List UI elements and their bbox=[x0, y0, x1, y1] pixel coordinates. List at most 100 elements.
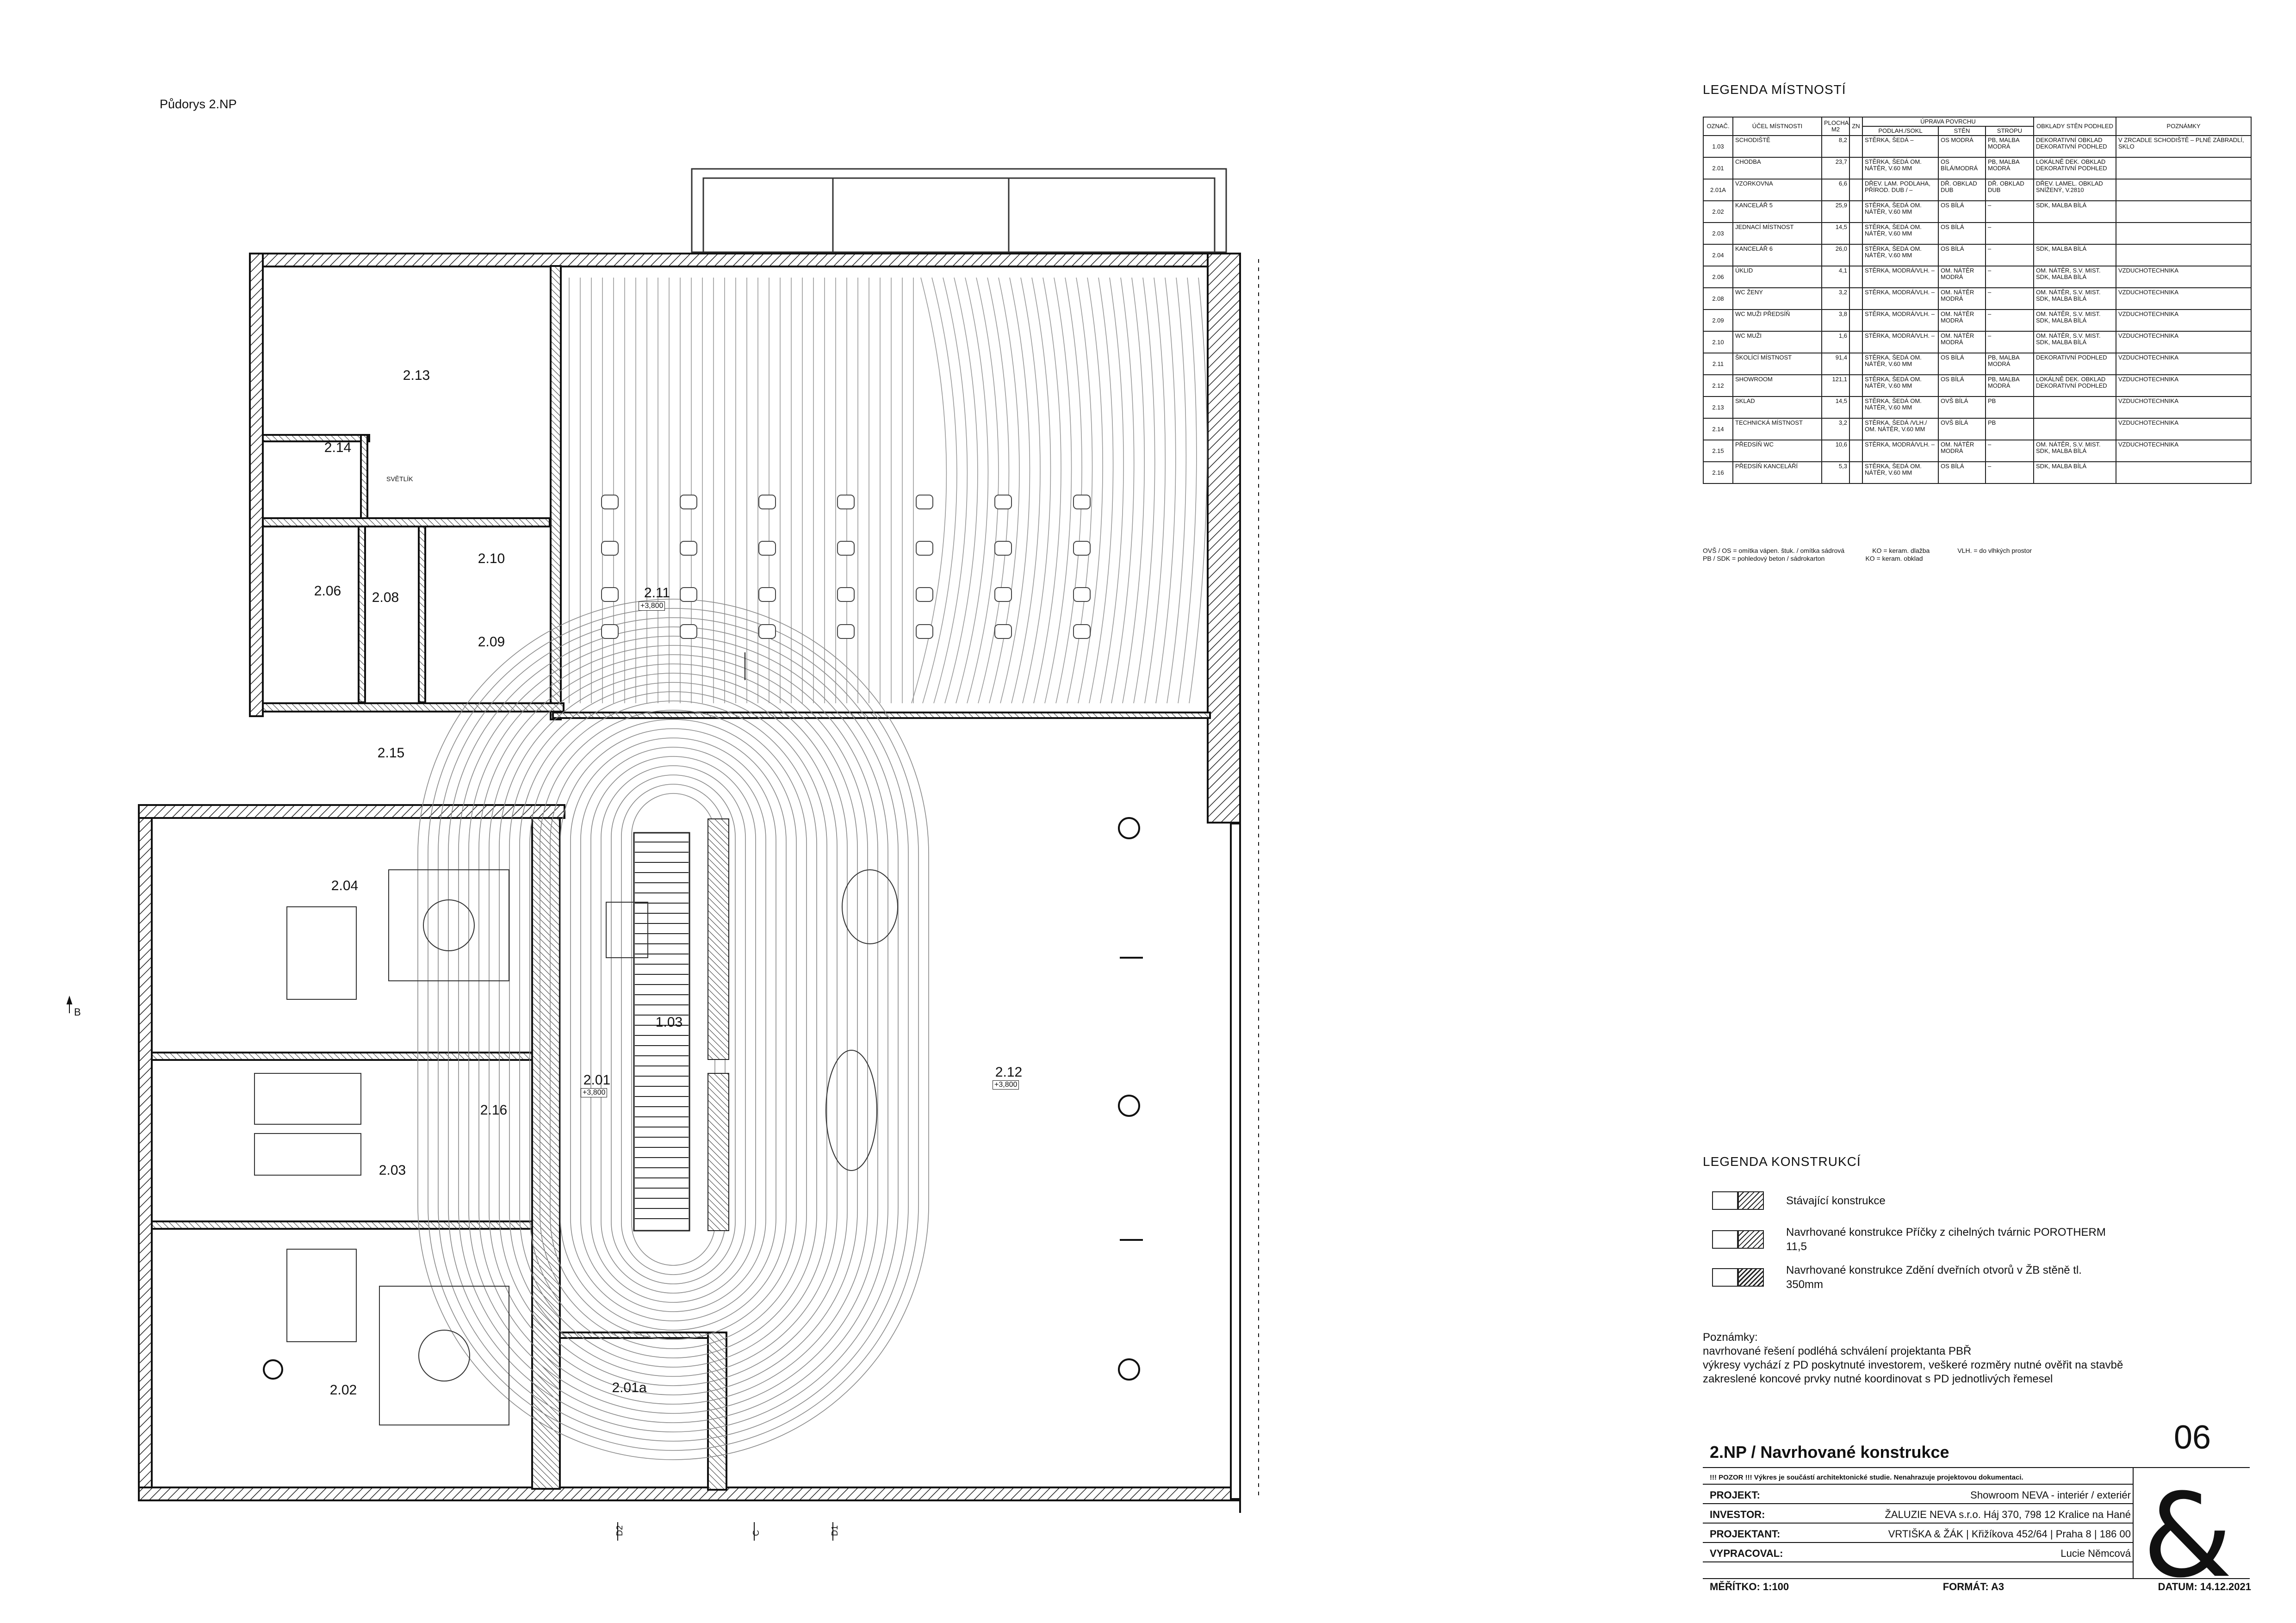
cell-walls: OS MODRÁ bbox=[1938, 135, 1986, 158]
cell-cladding: OM. NÁTĚR, S.V. MIST. SDK, MALBA BÍLÁ bbox=[2033, 309, 2117, 332]
cell-ceiling: DŘ. OBKLAD DUB bbox=[1985, 179, 2035, 201]
cell-code: 2.10 bbox=[1703, 331, 1733, 353]
cell-cladding: DEKORATIVNÍ PODHLED bbox=[2033, 353, 2117, 375]
cell-walls: OM. NÁTĚR MODRÁ bbox=[1938, 331, 1986, 353]
tb-investor-label: INVESTOR: bbox=[1710, 1509, 1765, 1520]
cell-area: 14,5 bbox=[1821, 222, 1850, 245]
cell-zn bbox=[1849, 418, 1863, 440]
abbr-text: VLH. = do vlhkých prostor bbox=[1957, 547, 2032, 554]
floor-curve bbox=[1178, 277, 1197, 704]
cell-ceiling: PB bbox=[1985, 396, 2035, 419]
chair bbox=[1073, 587, 1091, 602]
room-label: 2.01a bbox=[612, 1380, 647, 1395]
col-code: OZNAČ. bbox=[1703, 117, 1733, 136]
plan-title: Půdorys 2.NP bbox=[160, 97, 237, 111]
cell-zn bbox=[1849, 353, 1863, 375]
cell-notes bbox=[2116, 461, 2252, 484]
cell-code: 2.08 bbox=[1703, 287, 1733, 310]
floor-curve bbox=[1167, 277, 1187, 704]
cell-code: 2.12 bbox=[1703, 374, 1733, 397]
cell-name: TECHNICKÁ MÍSTNOST bbox=[1732, 418, 1822, 440]
chair bbox=[601, 587, 619, 602]
col-zn: ZN bbox=[1849, 117, 1863, 136]
cell-floor: STĚRKA, MODRÁ/VLH. – bbox=[1862, 287, 1939, 310]
swatch-proposed-brick bbox=[1712, 1230, 1764, 1249]
cell-ceiling: – bbox=[1985, 222, 2035, 245]
col-walls: STĚN bbox=[1938, 126, 1986, 136]
cell-notes bbox=[2116, 179, 2252, 201]
cell-cladding bbox=[2033, 418, 2117, 440]
floor-curve bbox=[911, 277, 947, 704]
cell-cladding: LOKÁLNĚ DEK. OBKLAD DEKORATIVNÍ PODHLED bbox=[2033, 374, 2117, 397]
floor-curve bbox=[989, 277, 1020, 704]
cell-area: 25,9 bbox=[1821, 200, 1850, 223]
room-label: 2.11 bbox=[644, 585, 670, 601]
cell-cladding: DEKORATIVNÍ OBKLAD DEKORATIVNÍ PODHLED bbox=[2033, 135, 2117, 158]
floor-curve bbox=[933, 277, 968, 704]
cell-walls: OS BÍLÁ/MODRÁ bbox=[1938, 157, 1986, 180]
chair bbox=[680, 587, 697, 602]
cell-area: 10,6 bbox=[1821, 440, 1850, 462]
floor-curve bbox=[1011, 277, 1041, 704]
title-block-frame bbox=[1703, 1467, 2250, 1579]
construction-legend-title: LEGENDA KONSTRUKCÍ bbox=[1703, 1154, 1861, 1169]
interior-partitions bbox=[151, 265, 1211, 1491]
cell-walls: OS BÍLÁ bbox=[1938, 461, 1986, 484]
cell-walls: OS BÍLÁ bbox=[1938, 374, 1986, 397]
tb-row-drawn: VYPRACOVAL: Lucie Němcová bbox=[1710, 1548, 2131, 1560]
cell-zn bbox=[1849, 200, 1863, 223]
cell-name: ŠKOLÍCÍ MÍSTNOST bbox=[1732, 353, 1822, 375]
tb-scale: MĚŘÍTKO: 1:100 bbox=[1710, 1581, 1789, 1592]
abbr-text: KO = keram. obklad bbox=[1865, 555, 1923, 562]
cell-ceiling: – bbox=[1985, 200, 2035, 223]
cell-cladding: LOKÁLNĚ DEK. OBKLAD DEKORATIVNÍ PODHLED bbox=[2033, 157, 2117, 180]
cell-ceiling: PB, MALBA MODRÁ bbox=[1985, 374, 2035, 397]
cell-walls: OS BÍLÁ bbox=[1938, 200, 1986, 223]
chair bbox=[916, 541, 933, 556]
floor-curve bbox=[1078, 277, 1103, 704]
floor-curve bbox=[1100, 277, 1124, 704]
floor-curve bbox=[1089, 277, 1114, 704]
cell-name: SHOWROOM bbox=[1732, 374, 1822, 397]
cell-floor: DŘEV. LAM. PODLAHA, PŘÍROD. DUB / – bbox=[1862, 179, 1939, 201]
tb-format: FORMÁT: A3 bbox=[1942, 1581, 2004, 1592]
section-c-label: C bbox=[751, 1530, 761, 1536]
floor-oval bbox=[458, 636, 888, 1423]
cell-cladding: OM. NÁTĚR, S.V. MIST. SDK, MALBA BÍLÁ bbox=[2033, 287, 2117, 310]
section-d2-label: D2 bbox=[615, 1525, 624, 1536]
chair bbox=[994, 541, 1012, 556]
cell-code: 2.01 bbox=[1703, 157, 1733, 180]
cell-floor: STĚRKA, ŠEDÁ OM. NÁTĚR, V.60 MM bbox=[1862, 461, 1939, 484]
section-d1-label: D1 bbox=[830, 1525, 839, 1536]
cell-notes: VZDUCHOTECHNIKA bbox=[2116, 331, 2252, 353]
floor-oval bbox=[540, 710, 807, 1349]
level-tag-2-11: +3,800 bbox=[639, 601, 665, 611]
floor-oval bbox=[570, 737, 776, 1321]
tb-designer-label: PROJEKTANT: bbox=[1710, 1528, 1781, 1540]
chair bbox=[916, 495, 933, 509]
floor-oval bbox=[489, 663, 858, 1395]
cell-code: 2.15 bbox=[1703, 440, 1733, 462]
cell-cladding: DŘEV. LAMEL. OBKLAD SNÍŽENÝ, v.2810 bbox=[2033, 179, 2117, 201]
chair bbox=[758, 624, 776, 639]
tb-row-investor: INVESTOR: ŽALUZIE NEVA s.r.o. Háj 370, 7… bbox=[1710, 1509, 2131, 1521]
cell-cladding: OM. NÁTĚR, S.V. MIST. SDK, MALBA BÍLÁ bbox=[2033, 440, 2117, 462]
floor-oval bbox=[438, 617, 909, 1442]
abbreviations: OVŠ / OS = omítka vápen. štuk. / omítka … bbox=[1703, 547, 2258, 563]
cell-ceiling: – bbox=[1985, 331, 2035, 353]
room-label: 2.14 bbox=[324, 440, 352, 455]
chair bbox=[994, 624, 1012, 639]
chair bbox=[680, 495, 697, 509]
cell-area: 23,7 bbox=[1821, 157, 1850, 180]
floor-oval bbox=[560, 728, 787, 1331]
room-label: 2.09 bbox=[478, 634, 505, 650]
cell-area: 14,5 bbox=[1821, 396, 1850, 419]
floor-curve bbox=[1000, 277, 1030, 704]
